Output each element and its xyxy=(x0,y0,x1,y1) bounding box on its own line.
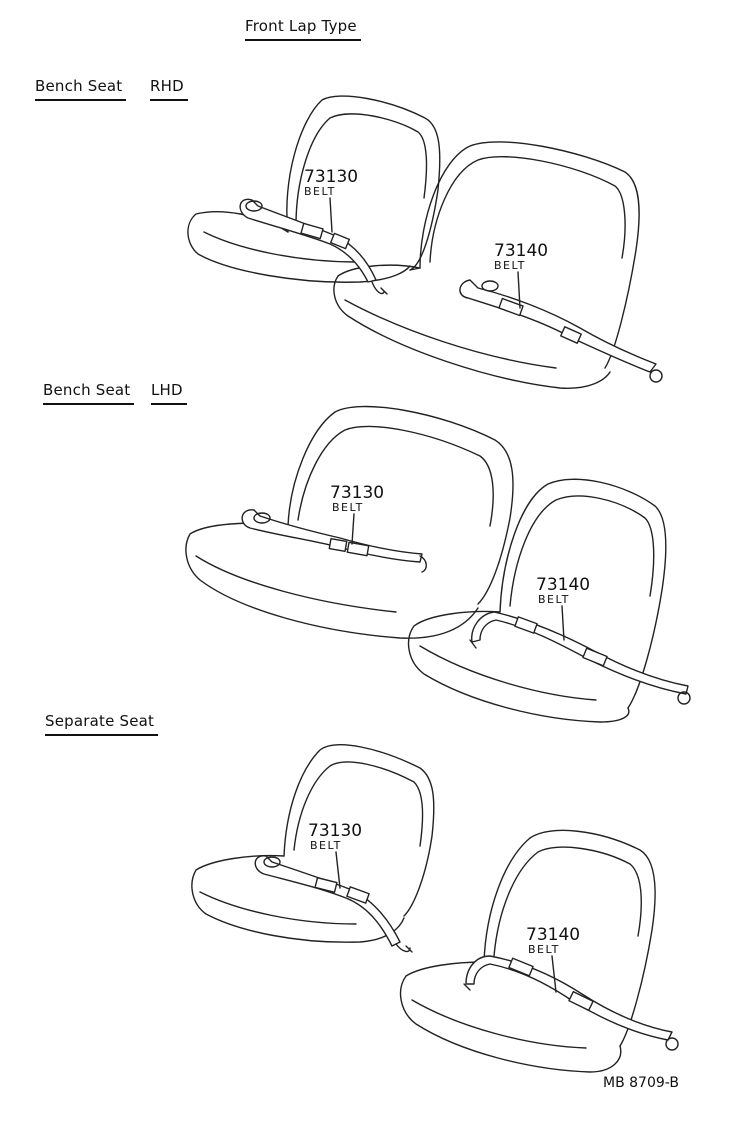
bench-lhd-rear-seat xyxy=(185,405,514,639)
belt-73140-rhd xyxy=(459,279,663,383)
bench-lhd-group: 73130 BELT 73140 BELT xyxy=(185,405,691,723)
leader-73130-separate xyxy=(335,851,341,889)
part-number-73130-rhd: 73130 xyxy=(304,167,358,187)
belt-73130-lhd xyxy=(241,509,427,573)
part-name-73140-lhd: BELT xyxy=(538,593,570,606)
belt-73140-lhd xyxy=(469,611,691,705)
part-number-73140-separate: 73140 xyxy=(526,925,580,945)
part-number-73140-rhd: 73140 xyxy=(494,241,548,261)
belt-73140-separate xyxy=(463,955,679,1051)
separate-front-seat xyxy=(399,829,656,1073)
leader-73140-separate xyxy=(551,955,557,993)
part-name-73130-lhd: BELT xyxy=(332,501,364,514)
section-label-separate: Separate Seat xyxy=(45,712,159,736)
part-number-73140-lhd: 73140 xyxy=(536,575,590,595)
part-name-73140-rhd: BELT xyxy=(494,259,526,272)
belt-73130-separate xyxy=(254,855,413,953)
bench-rhd-front-seat xyxy=(333,141,640,389)
figure-code: MB 8709-B xyxy=(603,1075,679,1091)
section-label-bench-lhd: Bench Seat xyxy=(43,381,135,405)
leader-73130-rhd xyxy=(329,197,333,233)
separate-rear-seat xyxy=(191,744,435,943)
bench-rhd-group: 73130 BELT 73140 BELT xyxy=(187,95,663,389)
leader-73130-lhd xyxy=(351,513,355,545)
bench-lhd-front-seat xyxy=(407,478,667,723)
part-name-73130-separate: BELT xyxy=(310,839,342,852)
section-side-lhd: LHD xyxy=(151,381,187,405)
leader-73140-rhd xyxy=(517,271,521,309)
part-name-73140-separate: BELT xyxy=(528,943,560,956)
section-label-bench-rhd: Bench Seat xyxy=(35,77,127,101)
part-number-73130-lhd: 73130 xyxy=(330,483,384,503)
leader-73140-lhd xyxy=(561,605,565,641)
diagram-title: Front Lap Type xyxy=(245,17,361,41)
belt-73130-rhd xyxy=(239,198,388,295)
part-name-73130-rhd: BELT xyxy=(304,185,336,198)
part-number-73130-separate: 73130 xyxy=(308,821,362,841)
section-side-rhd: RHD xyxy=(150,77,188,101)
separate-group: 73130 BELT 73140 BELT xyxy=(191,744,679,1073)
